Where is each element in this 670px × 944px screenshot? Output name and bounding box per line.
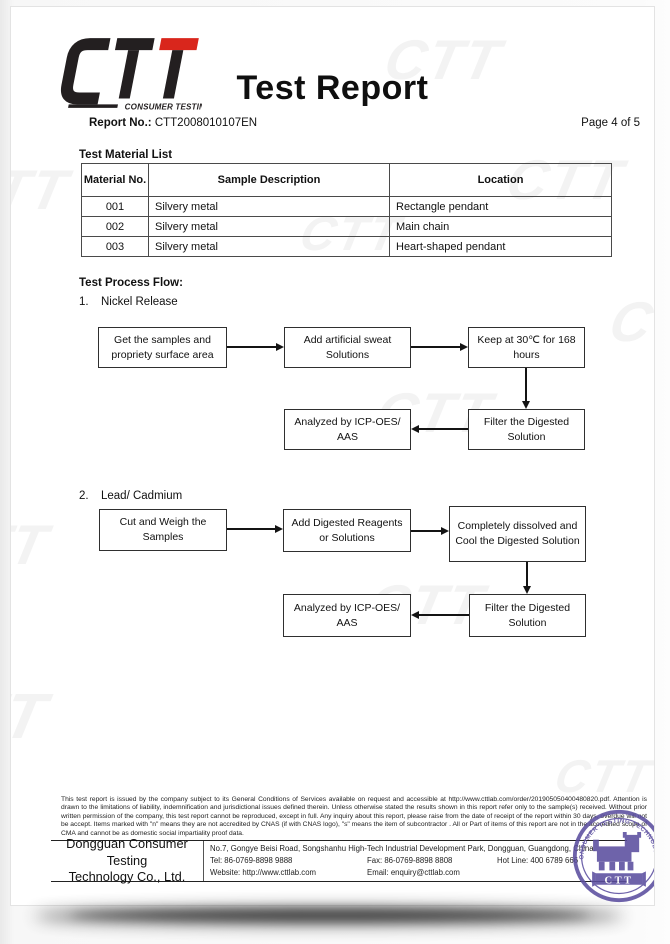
flow-arrow xyxy=(411,346,461,348)
ctt-seal-icon: CONSUMER TESTING TECHNOLOGY xyxy=(569,803,654,903)
col-header-location: Location xyxy=(389,163,612,197)
arrow-head-icon xyxy=(411,425,419,433)
flow-step-box: Cut and Weigh the Samples xyxy=(99,509,227,551)
arrow-head-icon xyxy=(460,343,468,351)
flow-arrow xyxy=(525,368,527,402)
disclaimer-text: This test report is issued by the compan… xyxy=(61,796,647,837)
company-name-line2: Technology Co., Ltd. xyxy=(68,869,186,885)
company-tel: Tel: 86-0769-8898 9888 xyxy=(210,856,293,865)
flow-step-box: Filter the Digested Solution xyxy=(468,409,585,450)
flow-step-box: Get the samples and propriety surface ar… xyxy=(98,327,227,368)
flow-step-box: Analyzed by ICP-OES/ AAS xyxy=(283,594,411,637)
section-name-nickel-release: Nickel Release xyxy=(101,296,178,308)
company-hotline: Hot Line: 400 6789 666 xyxy=(497,856,579,865)
arrow-head-icon xyxy=(441,527,449,535)
cell-material-no: 003 xyxy=(81,236,149,257)
ctt-logo: CONSUMER TESTING TECH xyxy=(44,27,236,124)
section-name-lead-cadmium: Lead/ Cadmium xyxy=(101,490,183,502)
flow-step-box: Completely dissolved and Cool the Digest… xyxy=(449,506,586,562)
flow-arrow xyxy=(419,428,468,430)
page-indicator: Page 4 of 5 xyxy=(581,117,640,129)
report-number-label: Report No.: xyxy=(89,117,152,129)
page-title: Test Report xyxy=(236,69,429,107)
section-number: 2. xyxy=(79,490,89,502)
flow-step-box: Add artificial sweat Solutions xyxy=(284,327,411,368)
flow-arrow xyxy=(227,346,277,348)
arrow-head-icon xyxy=(275,525,283,533)
table-row: 001 Silvery metal Rectangle pendant xyxy=(81,196,612,217)
cell-location: Main chain xyxy=(389,216,612,237)
ctt-logo-icon: CONSUMER TESTING TECH xyxy=(60,38,236,112)
flow-arrow xyxy=(411,530,442,532)
company-name-line1: Dongguan Consumer Testing xyxy=(66,836,188,868)
cell-material-no: 001 xyxy=(81,196,149,217)
footer-contact-block: Dongguan Consumer Testing Technology Co.… xyxy=(51,836,627,884)
cell-description: Silvery metal xyxy=(148,216,390,237)
seal-lion-icon xyxy=(593,832,642,871)
report-page: CTT CTT CTT CTT CTT CTT CTT CTT CTT CTT xyxy=(10,6,655,906)
arrow-head-icon xyxy=(276,343,284,351)
flow-arrow xyxy=(526,562,528,587)
report-number-value: CTT2008010107EN xyxy=(154,117,258,129)
cell-material-no: 002 xyxy=(81,216,149,237)
col-header-sample-description: Sample Description xyxy=(148,163,390,197)
page-drop-shadow xyxy=(70,910,590,920)
flow-step-box: Filter the Digested Solution xyxy=(469,594,586,637)
flow-step-box: Add Digested Reagents or Solutions xyxy=(283,509,411,552)
material-list-heading: Test Material List xyxy=(79,149,173,161)
company-name: Dongguan Consumer Testing Technology Co.… xyxy=(51,836,204,884)
arrow-head-icon xyxy=(411,611,419,619)
company-address: No.7, Gongye Beisi Road, Songshanhu High… xyxy=(210,844,596,853)
arrow-head-icon xyxy=(523,586,531,594)
report-number: Report No.: CTT2008010107EN xyxy=(89,117,257,129)
cell-location: Heart-shaped pendant xyxy=(389,236,612,257)
logo-tagline: CONSUMER TESTING TECH xyxy=(125,103,202,112)
company-website: Website: http://www.cttlab.com xyxy=(210,868,317,877)
company-fax: Fax: 86-0769-8898 8808 xyxy=(367,856,453,865)
cell-description: Silvery metal xyxy=(148,196,390,217)
table-row: 003 Silvery metal Heart-shaped pendant xyxy=(81,236,612,257)
table-row: 002 Silvery metal Main chain xyxy=(81,216,612,237)
company-seal: CONSUMER TESTING TECHNOLOGY xyxy=(569,803,654,905)
cell-location: Rectangle pendant xyxy=(389,196,612,217)
section-number: 1. xyxy=(79,296,89,308)
material-list-table: Material No. Sample Description Location… xyxy=(81,163,612,257)
col-header-material-no: Material No. xyxy=(81,163,149,197)
flow-arrow xyxy=(419,614,469,616)
seal-label: CTT xyxy=(605,875,634,886)
company-email: Email: enquiry@cttlab.com xyxy=(367,868,460,877)
flow-step-box: Analyzed by ICP-OES/ AAS xyxy=(284,409,411,450)
flow-step-box: Keep at 30℃ for 168 hours xyxy=(468,327,585,368)
arrow-head-icon xyxy=(522,401,530,409)
process-flow-heading: Test Process Flow: xyxy=(79,277,183,289)
flow-arrow xyxy=(227,528,276,530)
contact-details: No.7, Gongye Beisi Road, Songshanhu High… xyxy=(204,841,627,881)
cell-description: Silvery metal xyxy=(148,236,390,257)
table-header-row: Material No. Sample Description Location xyxy=(81,163,612,197)
